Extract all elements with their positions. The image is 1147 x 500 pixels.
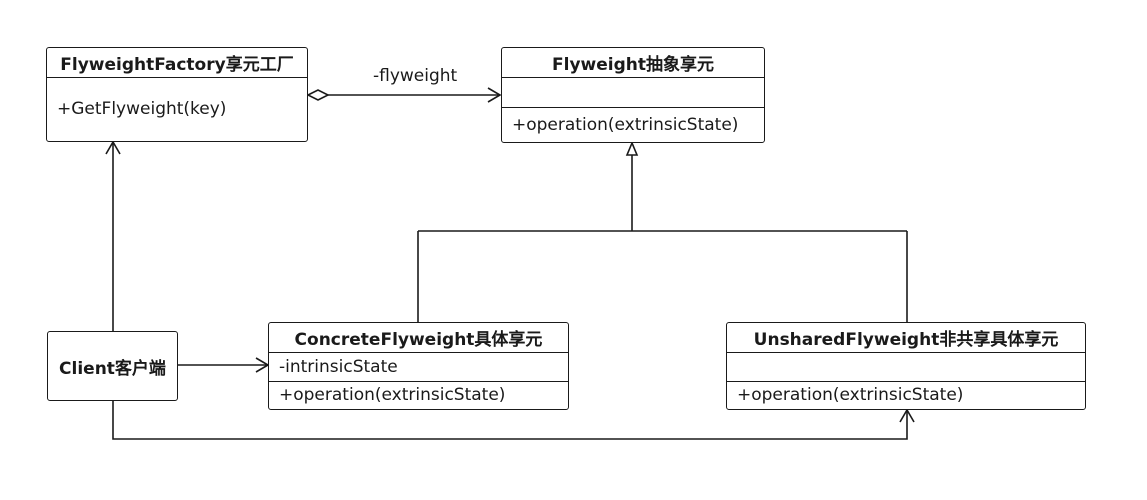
flyweight-class-operations: +operation(extrinsicState) [502,107,764,141]
concrete-flyweight-class-attributes: -intrinsicState [269,352,568,381]
unshared-flyweight-class-operations: +operation(extrinsicState) [727,381,1085,408]
factory-class-name: FlyweightFactory享元工厂 [60,55,294,75]
inheritance-triangle-icon [625,140,639,156]
unshared-flyweight-class-name: UnsharedFlyweight非共享具体享元 [753,330,1059,350]
flyweight-class: Flyweight抽象享元 +operation(extrinsicState) [501,47,765,143]
concrete-flyweight-class-operations: +operation(extrinsicState) [269,381,568,408]
client-unshared-arrowhead-icon [899,408,915,423]
aggregation-label: -flyweight [373,66,458,86]
client-factory-arrowhead-icon [105,140,121,155]
aggregation-arrowhead-icon [487,87,502,103]
unshared-flyweight-class-attributes [727,352,1085,381]
concrete-flyweight-class: ConcreteFlyweight具体享元 -intrinsicState +o… [268,322,569,410]
factory-class-operations: +GetFlyweight(key) [47,77,307,140]
flyweight-class-attributes [502,77,764,107]
flyweight-class-name: Flyweight抽象享元 [552,55,714,75]
aggregation-diamond-icon [306,89,330,101]
client-class-name: Client客户端 [59,358,166,379]
concrete-flyweight-class-name: ConcreteFlyweight具体享元 [294,330,543,350]
client-class: Client客户端 [47,331,178,401]
factory-class: FlyweightFactory享元工厂 +GetFlyweight(key) [46,47,308,142]
unshared-flyweight-class: UnsharedFlyweight非共享具体享元 +operation(extr… [726,322,1086,410]
client-unshared-line [112,401,908,440]
